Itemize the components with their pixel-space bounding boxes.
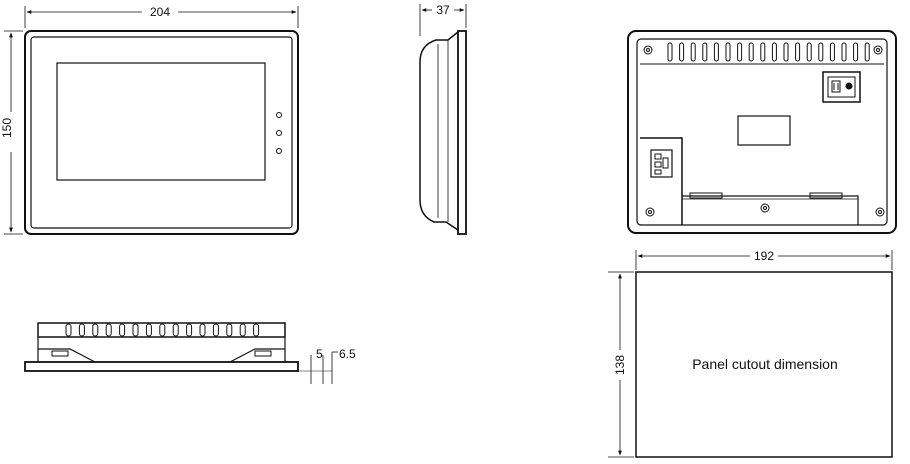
rear-vent-slot bbox=[679, 42, 685, 62]
bottom-view: 5 6.5 bbox=[24, 322, 356, 384]
bottom-vent-slot bbox=[78, 323, 85, 337]
bottom-vent-slot bbox=[132, 323, 139, 337]
rear-outer-frame bbox=[627, 30, 897, 234]
rear-bottom-strip bbox=[682, 195, 859, 225]
rear-vent-slot bbox=[841, 42, 847, 62]
bottom-vent-slot bbox=[239, 323, 246, 337]
rear-vent-slot bbox=[690, 42, 696, 62]
side-bezel bbox=[457, 30, 467, 235]
bottom-vent-slot bbox=[199, 323, 206, 337]
rear-vent-slot bbox=[783, 42, 789, 62]
bottom-housing bbox=[37, 322, 286, 338]
rear-label-plate bbox=[737, 115, 791, 146]
cutout-label: Panel cutout dimension bbox=[692, 356, 838, 372]
rear-vent-slot bbox=[818, 42, 824, 62]
power-switch-housing bbox=[822, 71, 861, 103]
indicator-led-3 bbox=[276, 148, 282, 154]
rear-vent-slot bbox=[748, 42, 754, 62]
rear-inner-frame bbox=[636, 38, 888, 226]
panel-cutout-view: Panel cutout dimension 192 138 bbox=[608, 249, 893, 458]
rear-screw-top-left bbox=[643, 45, 653, 55]
dim-front-height: 150 bbox=[0, 118, 14, 138]
dim-cutout-height: 138 bbox=[613, 355, 627, 375]
dim-bezel-thickness: 5 bbox=[316, 347, 323, 361]
dim-front-width: 204 bbox=[150, 5, 170, 19]
bottom-vent-slot bbox=[172, 323, 179, 337]
port-connector bbox=[650, 149, 673, 178]
rear-screw-top-right bbox=[873, 45, 883, 55]
rear-vents bbox=[667, 42, 870, 62]
dim-cutout-width: 192 bbox=[754, 249, 774, 263]
front-outer-frame bbox=[24, 30, 299, 235]
display-screen bbox=[56, 62, 266, 181]
front-inner-frame bbox=[30, 36, 293, 229]
rear-vent-slot bbox=[771, 42, 777, 62]
rear-screw-bottom-right bbox=[875, 207, 885, 217]
side-body bbox=[419, 31, 459, 231]
bottom-vents bbox=[65, 323, 260, 337]
rear-vent-slot bbox=[806, 42, 812, 62]
side-view: 37 bbox=[419, 3, 467, 235]
rear-vent-slot bbox=[667, 42, 673, 62]
bottom-vent-slot bbox=[159, 323, 166, 337]
power-indicator-icon bbox=[845, 82, 853, 90]
bottom-vent-slot bbox=[92, 323, 99, 337]
rear-vent-slot bbox=[795, 42, 801, 62]
bottom-vent-slot bbox=[253, 323, 260, 337]
bottom-vent-slot bbox=[212, 323, 219, 337]
bottom-vent-slot bbox=[145, 323, 152, 337]
rear-vent-slot bbox=[864, 42, 870, 62]
bottom-vent-slot bbox=[105, 323, 112, 337]
rear-view bbox=[627, 30, 897, 234]
rear-screw-bottom-center bbox=[760, 203, 770, 213]
dim-side-depth: 37 bbox=[436, 3, 450, 17]
bottom-bezel bbox=[24, 361, 299, 372]
power-switch-icon bbox=[831, 80, 841, 93]
front-view: 204 150 bbox=[0, 5, 299, 235]
rear-vent-slot bbox=[702, 42, 708, 62]
rear-vent-slot bbox=[829, 42, 835, 62]
bottom-vent-slot bbox=[186, 323, 193, 337]
rear-vent-slot bbox=[853, 42, 859, 62]
bottom-vent-slot bbox=[226, 323, 233, 337]
bottom-vent-slot bbox=[119, 323, 126, 337]
rear-vent-slot bbox=[760, 42, 766, 62]
rear-vent-slot bbox=[725, 42, 731, 62]
indicator-led-1 bbox=[276, 112, 282, 118]
dim-mount-thickness: 6.5 bbox=[339, 347, 356, 361]
bottom-vent-slot bbox=[65, 323, 72, 337]
rear-vent-slot bbox=[737, 42, 743, 62]
cutout-rectangle bbox=[635, 271, 893, 458]
rear-screw-bottom-left bbox=[645, 207, 655, 217]
rear-vent-slot bbox=[713, 42, 719, 62]
indicator-led-2 bbox=[276, 130, 282, 136]
